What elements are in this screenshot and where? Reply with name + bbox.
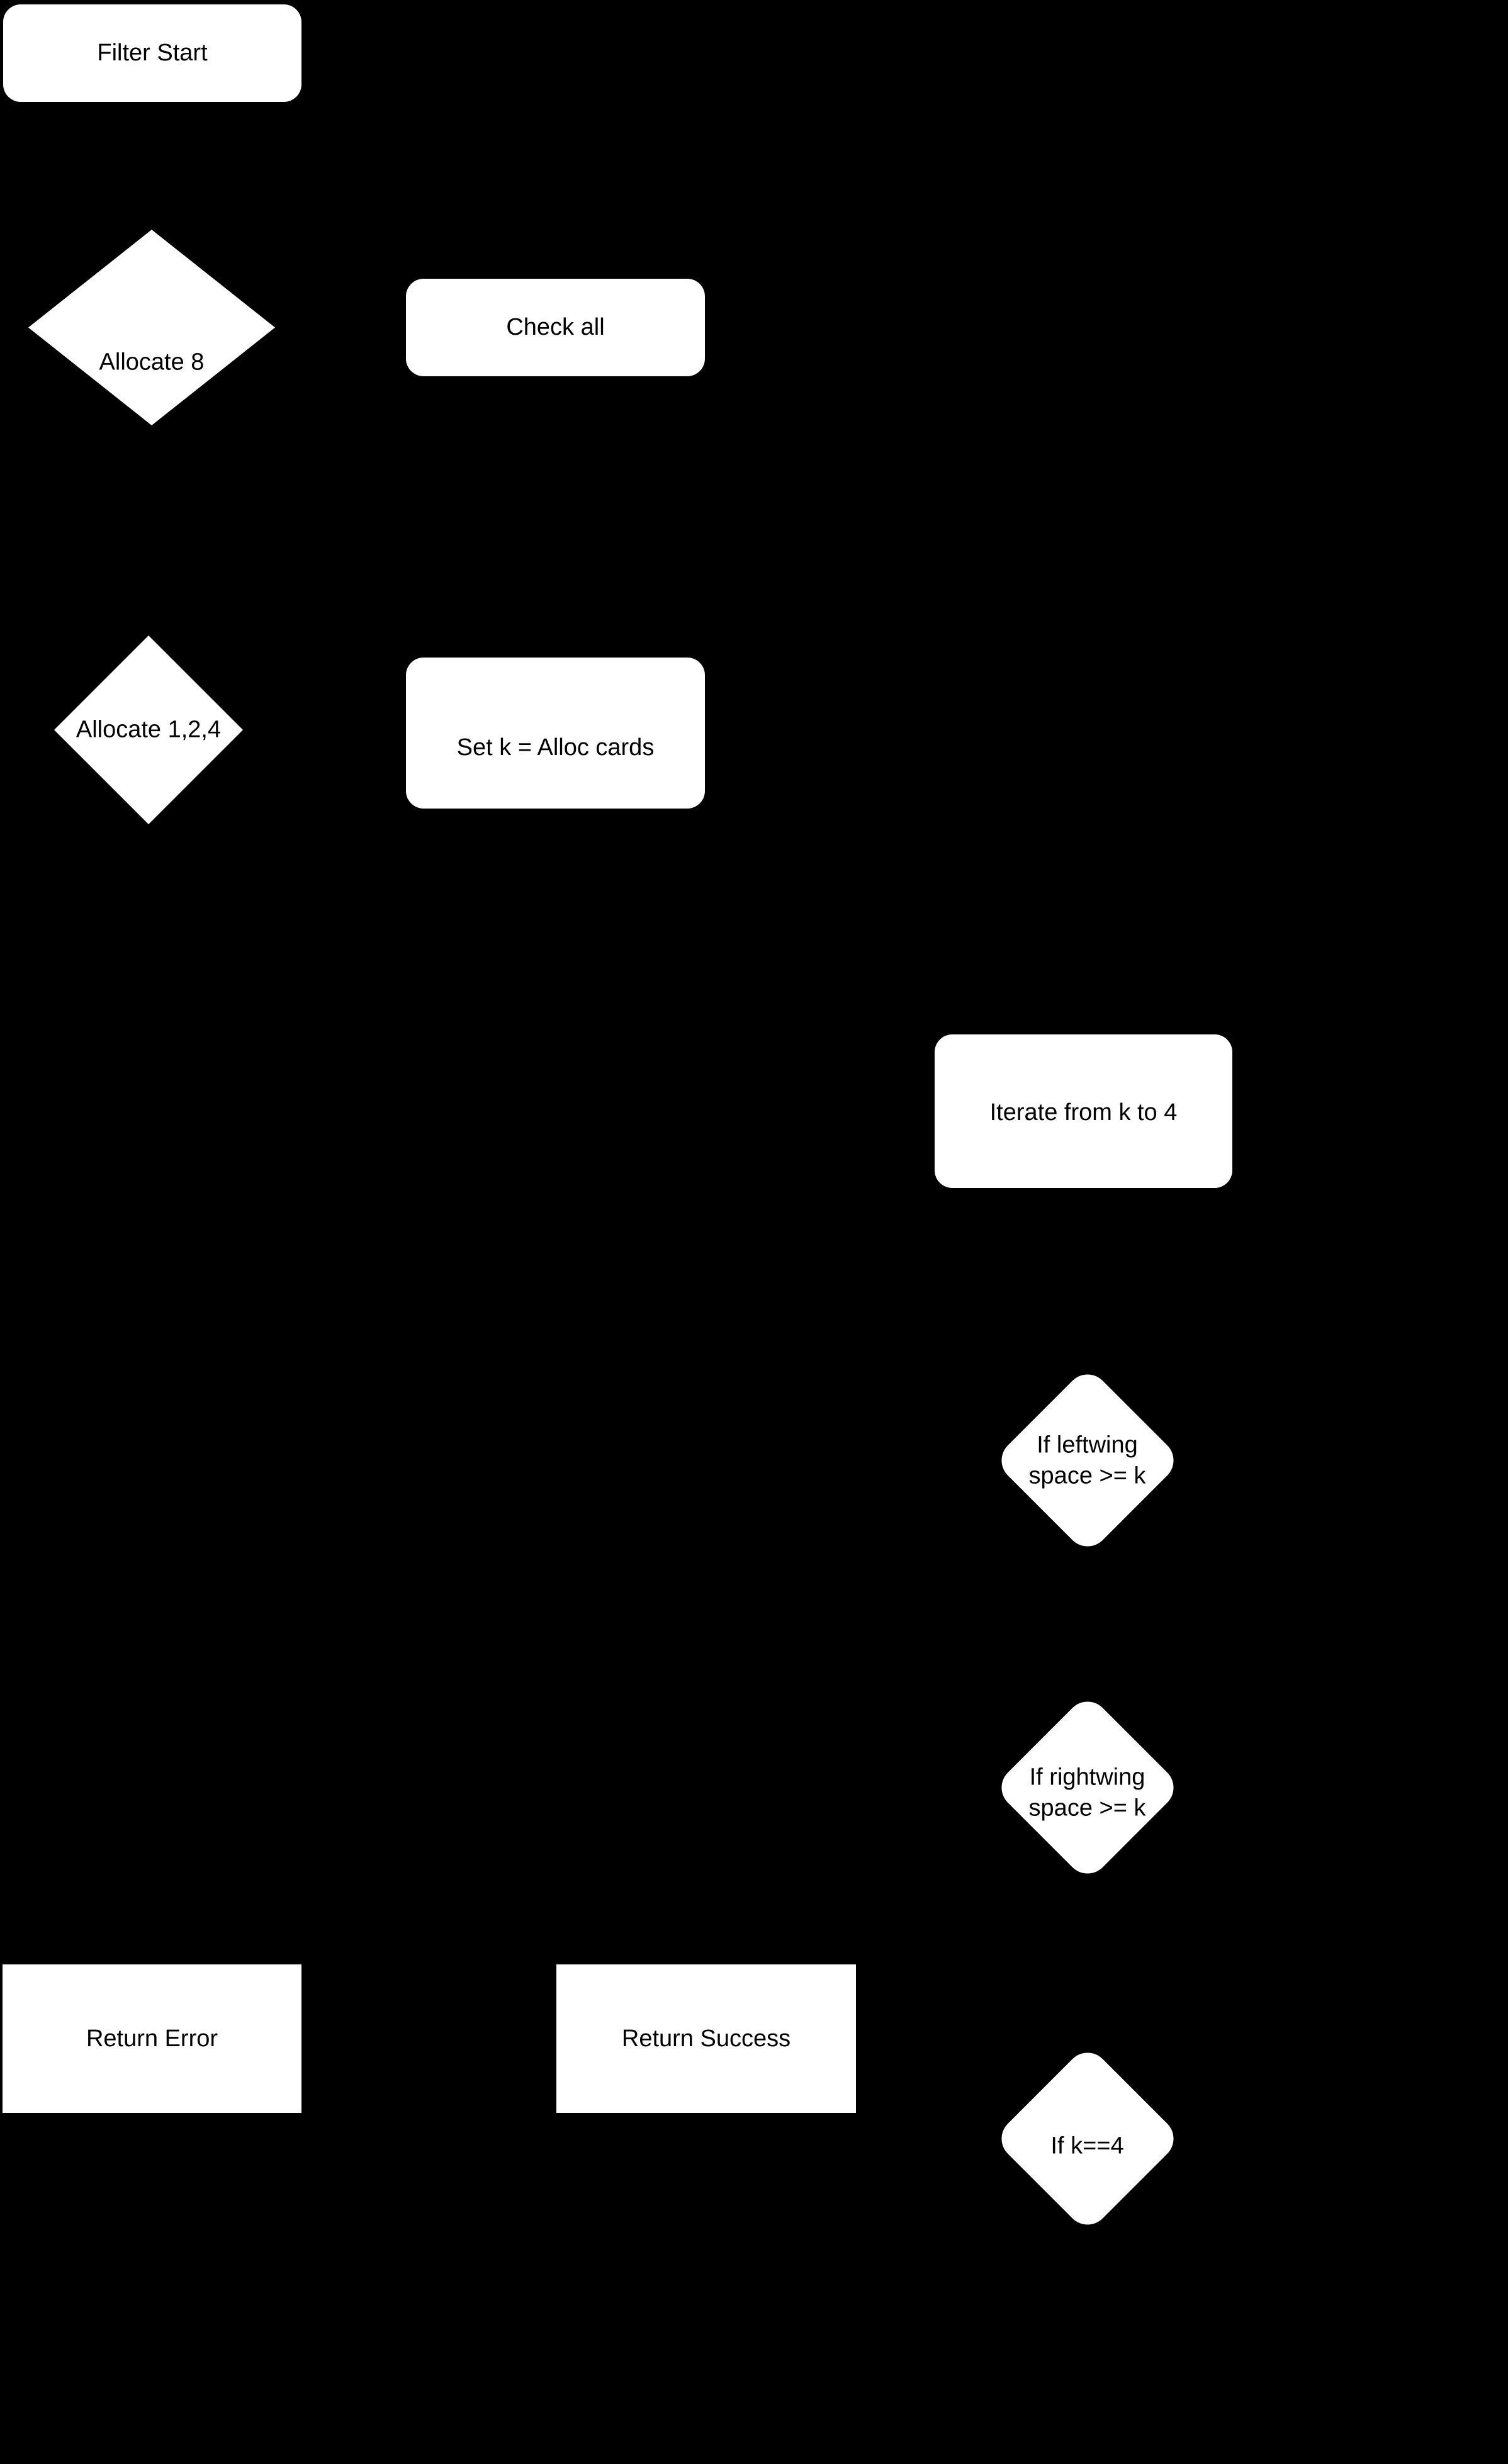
node-filter-start[interactable]: Filter Start	[3, 4, 301, 102]
node-allocate-8[interactable]: Allocate 8	[28, 230, 275, 425]
diamond-shape	[992, 1693, 1183, 1883]
node-check-all-label: Check all	[506, 314, 605, 341]
node-if-rightwing-space[interactable]: If rightwing space >= k	[992, 1689, 1183, 1886]
node-allocate-124[interactable]: Allocate 1,2,4	[54, 636, 243, 824]
node-check-all[interactable]: Check all	[406, 279, 705, 376]
node-filter-start-label: Filter Start	[97, 40, 208, 67]
node-return-success-label: Return Success	[621, 2025, 791, 2052]
diamond-shape	[992, 2044, 1183, 2234]
diamond-shape	[992, 1365, 1183, 1555]
node-iterate-label: Iterate from k to 4	[989, 1099, 1178, 1126]
node-return-error[interactable]: Return Error	[3, 1964, 301, 2113]
node-return-success[interactable]: Return Success	[556, 1964, 856, 2113]
node-iterate-from-k-to-4[interactable]: Iterate from k to 4	[935, 1034, 1232, 1188]
node-return-error-label: Return Error	[86, 2025, 218, 2052]
diamond-shape	[54, 636, 243, 824]
diamond-shape	[28, 230, 275, 425]
node-set-k[interactable]: Set k = Alloc cards	[406, 658, 705, 809]
node-set-k-label: Set k = Alloc cards	[456, 734, 655, 761]
node-if-k-equals-4[interactable]: If k==4	[992, 2039, 1183, 2239]
node-if-leftwing-space[interactable]: If leftwing space >= k	[992, 1362, 1183, 1559]
